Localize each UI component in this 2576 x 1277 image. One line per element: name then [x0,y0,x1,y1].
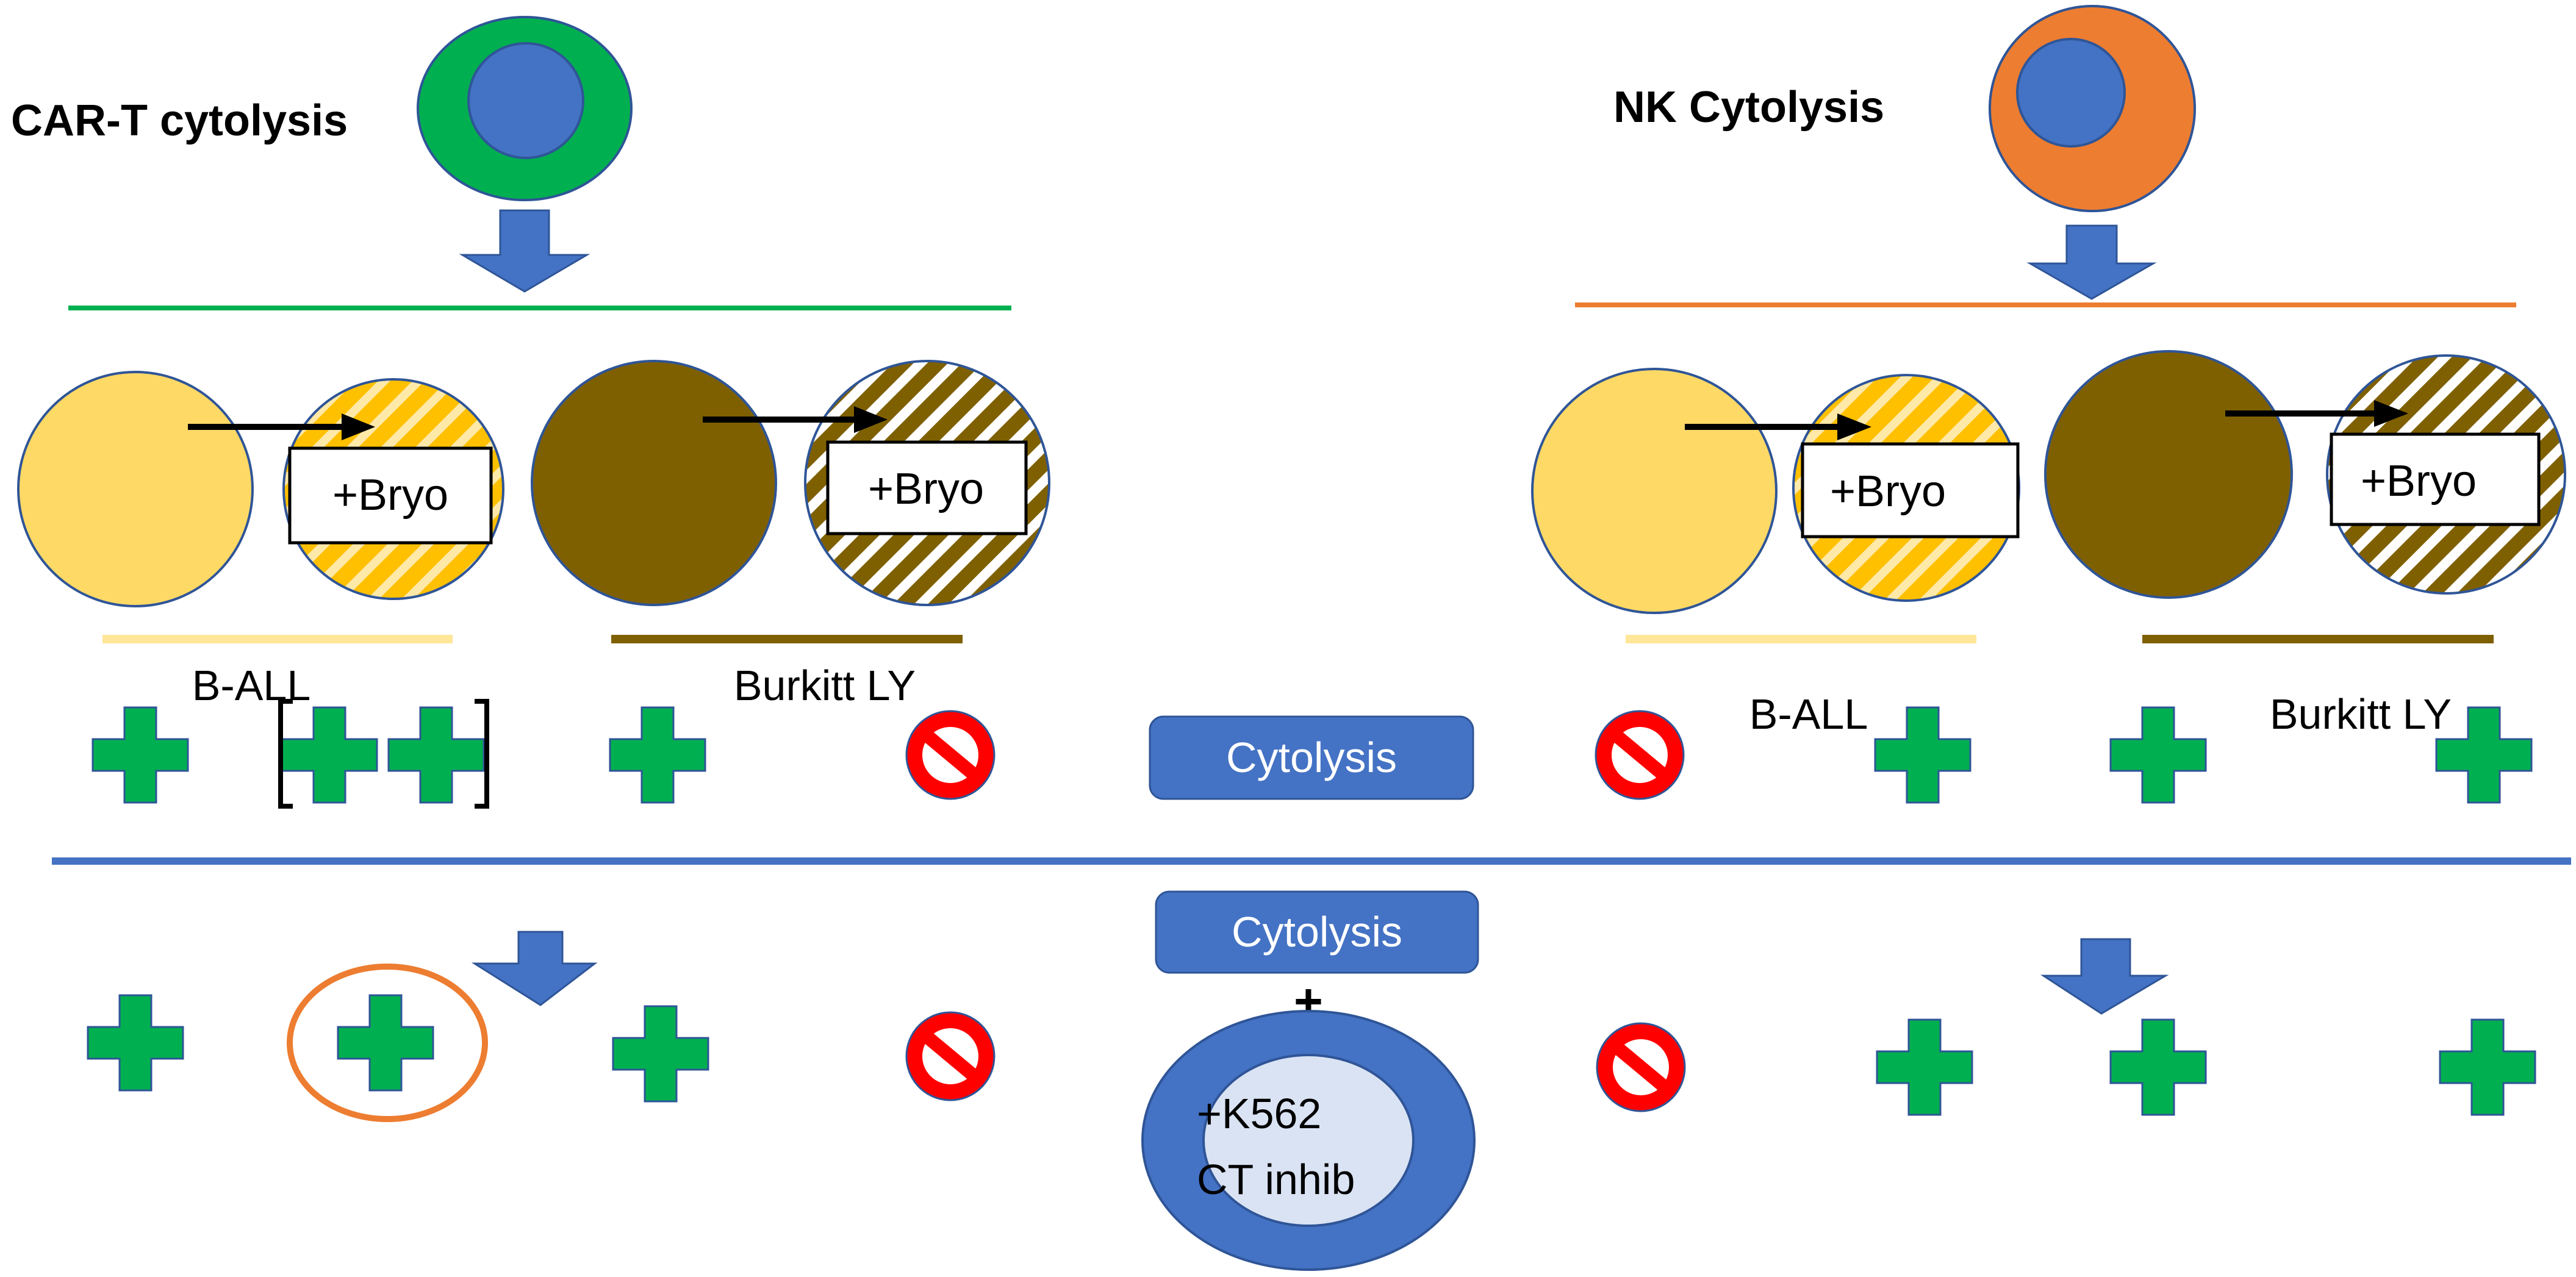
car-t-cell-icon [417,16,633,201]
no-sign-icon [906,1012,994,1100]
bracket-icon [475,699,489,809]
no-sign-icon [1596,711,1684,799]
right-arrow-icon [703,406,888,433]
cytolysis-bottom-button: Cytolysis [1155,890,1479,974]
k562-inhibitor-cell: +K562 CT inhib [1141,1010,1476,1271]
highlight-ring [287,964,488,1122]
b-all-label: B-ALL [192,662,311,709]
plus-icon [2109,706,2207,804]
bryo-label: +Bryo [868,465,984,513]
nk-title: NK Cytolysis [1613,83,1884,132]
plus-icon [91,706,189,804]
down-arrow-icon [2026,224,2157,300]
plus-icon [387,706,485,804]
bryo-label: +Bryo [2361,457,2477,506]
b-all-label: B-ALL [1749,690,1868,738]
cytolysis-top-label: Cytolysis [1226,734,1397,781]
cytolysis-top-button: Cytolysis [1149,715,1474,800]
k562-label: +K562 [1197,1090,1321,1137]
bracket-icon [278,699,293,809]
right-arrow-icon [1685,413,1871,440]
burkitt-label: Burkitt LY [734,662,916,709]
down-arrow-icon [2040,938,2169,1015]
plus-icon [1874,706,1971,804]
car-t-title: CAR-T cytolysis [11,96,348,145]
bryo-label: +Bryo [1830,467,1946,516]
down-arrow-icon [459,209,590,293]
ct-inhib-label: CT inhib [1197,1156,1355,1203]
plus-icon [281,706,378,804]
burkitt-label: Burkitt LY [2270,690,2452,738]
bryo-box [288,446,493,545]
right-arrow-icon [2225,400,2408,427]
plus-icon [612,1005,709,1103]
bryo-box [1801,442,2020,538]
down-arrow-icon [471,931,598,1006]
bryo-label: +Bryo [332,471,448,520]
bryo-box [826,440,1028,535]
bryo-box [2330,432,2541,526]
plus-icon [1876,1018,1973,1116]
plus-icon [337,994,434,1092]
plus-icon [609,706,706,804]
plus-icon [87,994,184,1092]
plus-icon [2439,1018,2536,1116]
plus-icon [2109,1018,2207,1116]
right-arrow-icon [188,413,375,440]
cytolysis-bottom-label: Cytolysis [1232,908,1402,956]
nk-cell-icon [1989,5,2196,212]
burkitt-cell [531,360,777,606]
b-all-cell [1531,368,1778,614]
no-sign-icon [1597,1023,1685,1111]
b-all-cell [17,371,254,607]
burkitt-cell [2044,350,2293,599]
no-sign-icon [906,711,994,799]
